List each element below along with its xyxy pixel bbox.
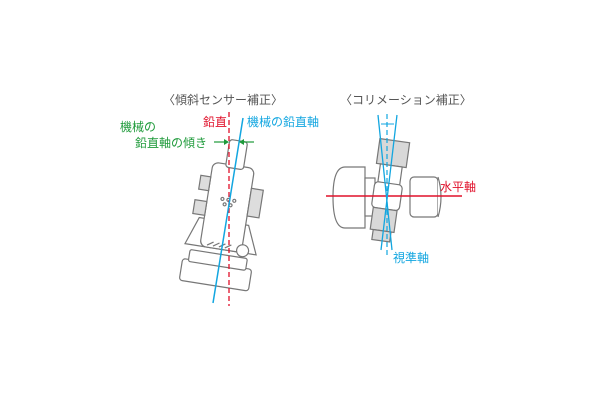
telescope-top-view-illustration — [332, 137, 442, 243]
tilt-label-line1: 機械の — [120, 120, 157, 134]
collimation-title: 〈コリメーション補正〉 — [340, 93, 472, 107]
instrument-vertical-axis — [212, 117, 244, 304]
collimation-axis-a — [377, 114, 393, 251]
instrument-axis-label: 機械の鉛直軸 — [247, 115, 320, 129]
tilt-label-line2: 鉛直軸の傾き — [135, 136, 208, 150]
horizontal-axis-label: 水平軸 — [440, 180, 477, 194]
tilt-sensor-title: 〈傾斜センサー補正〉 — [163, 93, 284, 107]
collimation-axis-b — [380, 114, 398, 251]
total-station-illustration — [179, 139, 264, 292]
plumb-label: 鉛直 — [203, 115, 228, 129]
collimation-axis-label: 視準軸 — [393, 251, 430, 265]
